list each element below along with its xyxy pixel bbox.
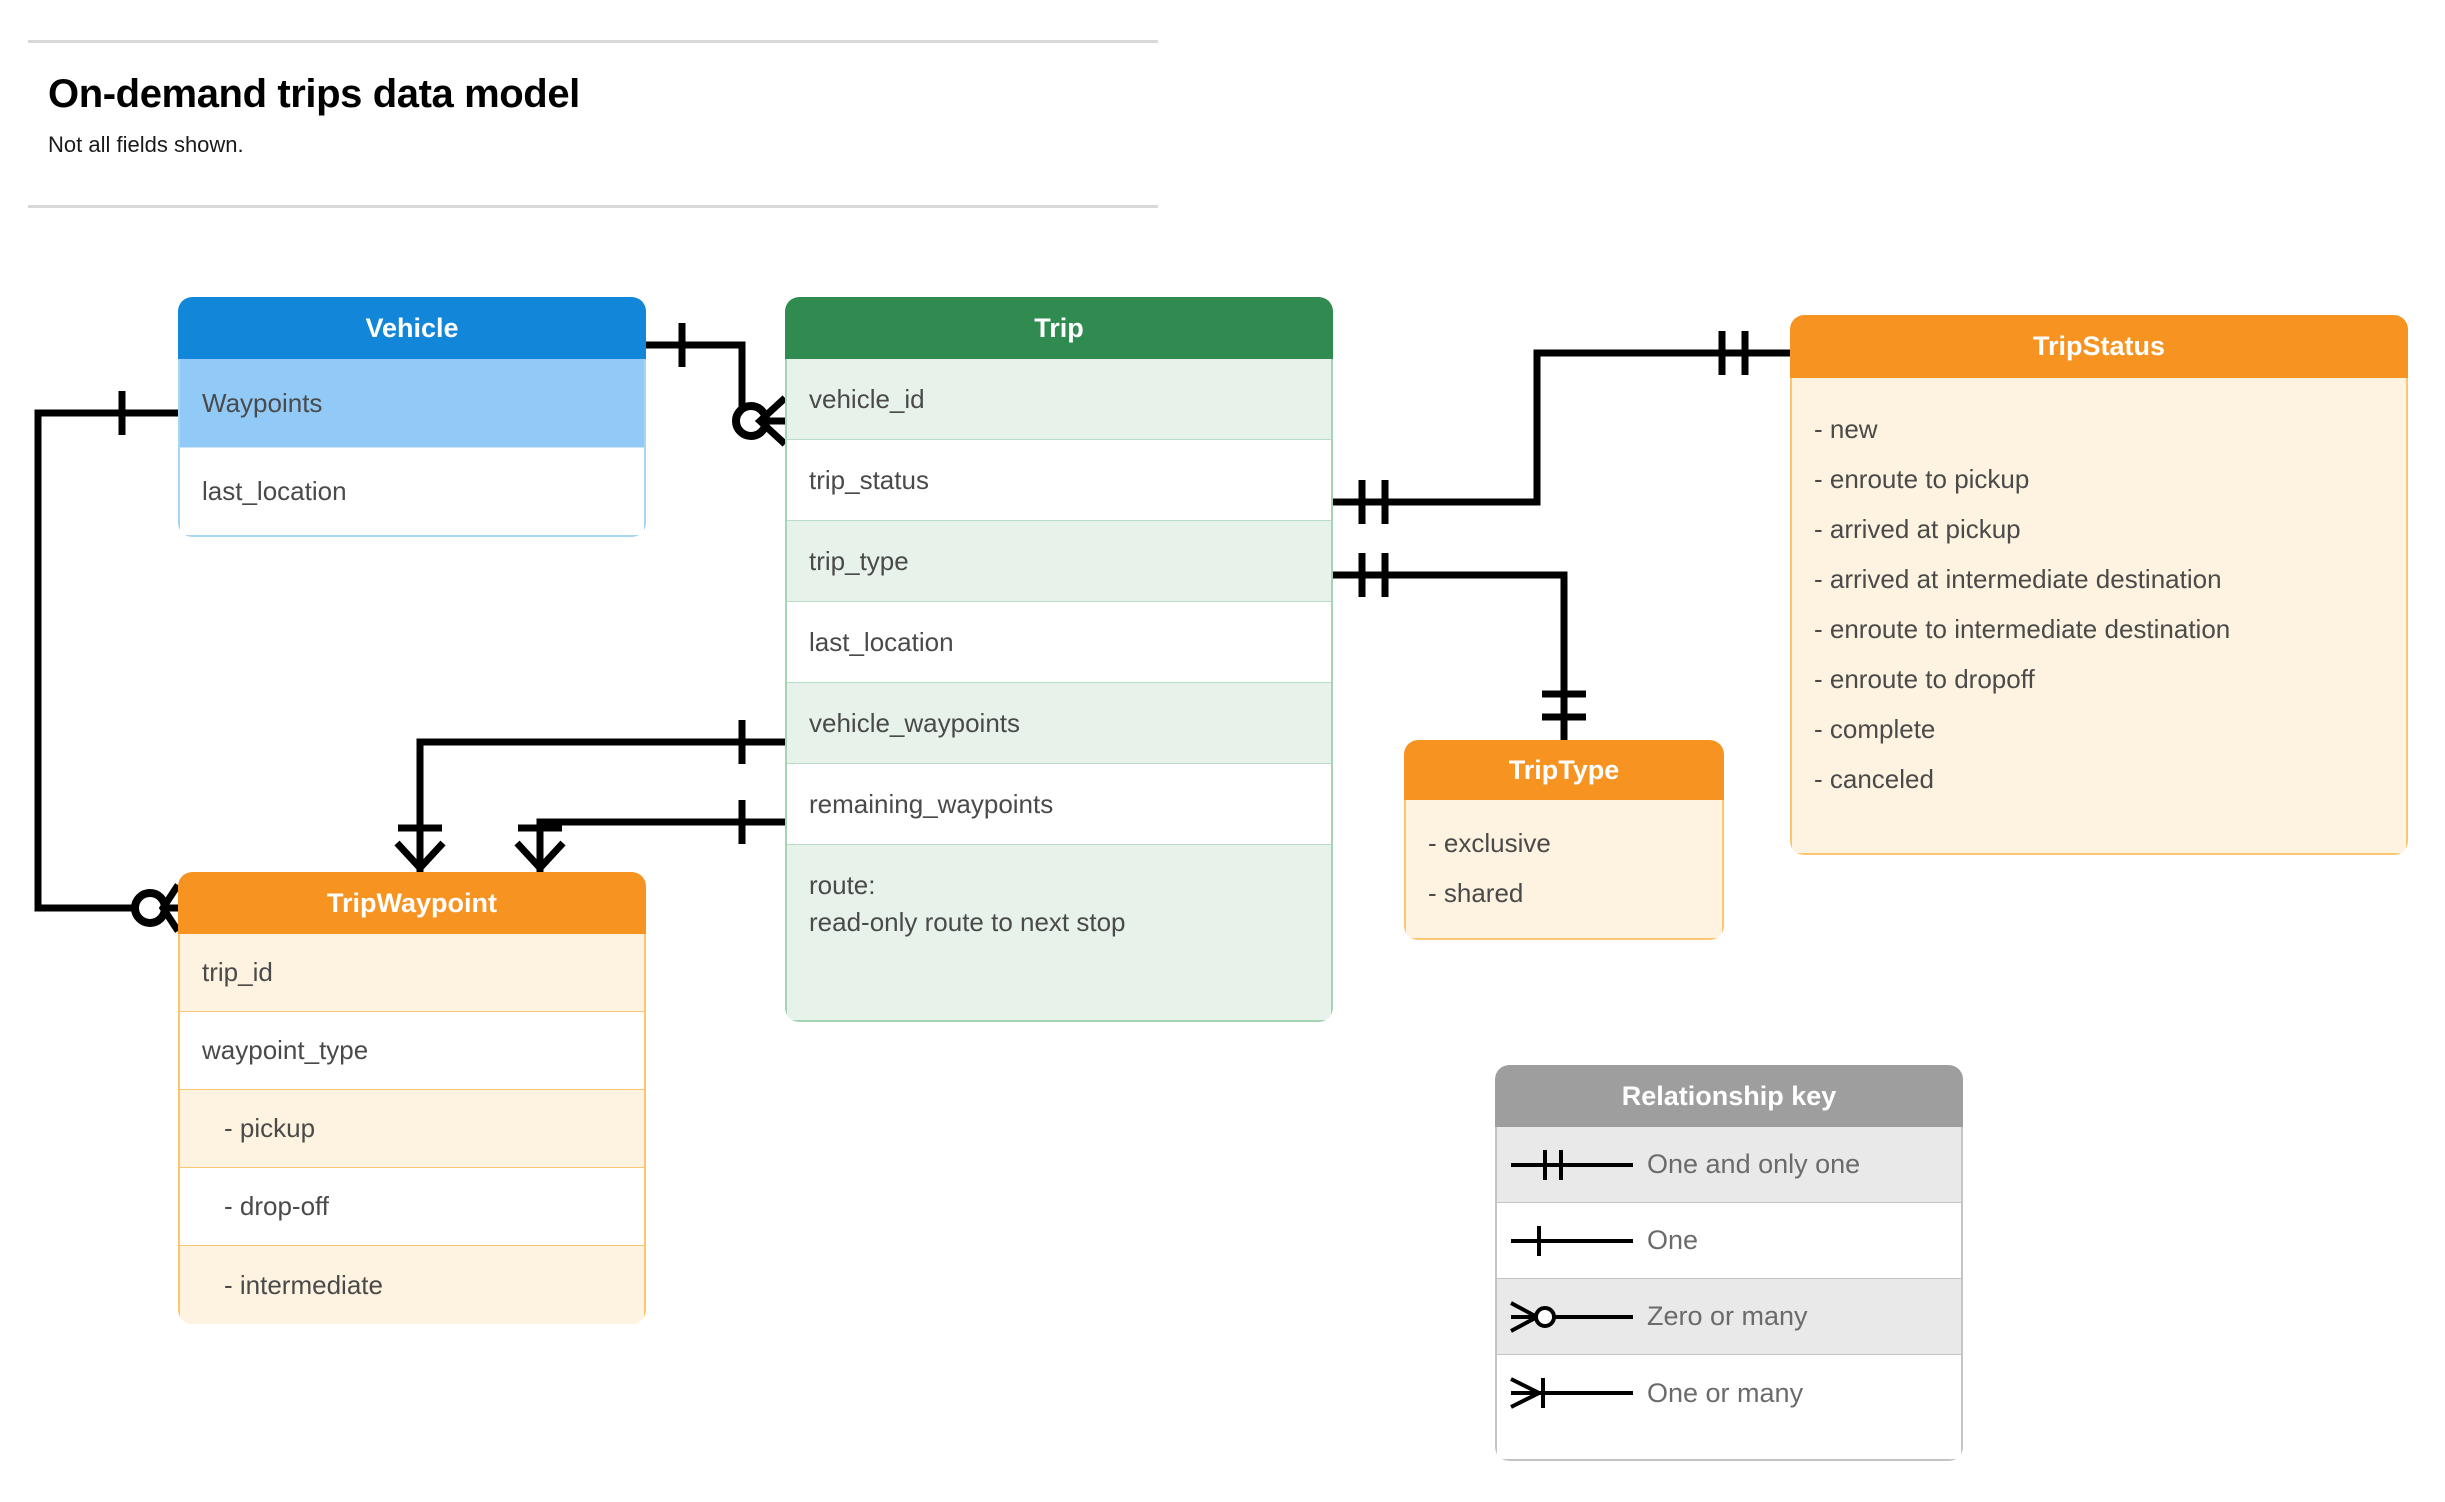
entity-trip-waypoint-title: TripWaypoint [178, 872, 646, 934]
field-last-location[interactable]: last_location [787, 602, 1331, 683]
enum-value: - complete [1814, 714, 1936, 744]
enum-value: - canceled [1814, 764, 1934, 794]
entity-trip[interactable]: Trip vehicle_id trip_status trip_type la… [785, 297, 1333, 1022]
enum-value-pickup: - pickup [180, 1090, 644, 1168]
field-waypoints[interactable]: Waypoints [180, 359, 644, 447]
relationship-key-rows: One and only one One [1495, 1127, 1963, 1461]
relationship-key-title: Relationship key [1495, 1065, 1963, 1127]
one-or-many-icon [1497, 1370, 1647, 1416]
connector-vehicle-to-trip-vehicleid [646, 323, 788, 447]
entity-trip-waypoint-fields: trip_id waypoint_type - pickup - drop-of… [178, 934, 646, 1324]
enum-value: - enroute to pickup [1814, 464, 2030, 494]
entity-trip-type[interactable]: TripType - exclusive - shared [1404, 740, 1724, 940]
field-vehicle-id[interactable]: vehicle_id [787, 359, 1331, 440]
relationship-key: Relationship key One and only one [1495, 1065, 1963, 1461]
entity-vehicle-fields: Waypoints last_location [178, 359, 646, 537]
connector-vehicle-waypoints-field-to-tripwaypoint [394, 720, 785, 874]
field-remaining-waypoints[interactable]: remaining_waypoints [787, 764, 1331, 845]
enum-value: - shared [1428, 878, 1524, 908]
entity-trip-title: Trip [785, 297, 1333, 359]
enum-value: - enroute to intermediate destination [1814, 614, 2231, 644]
enum-value-intermediate: - intermediate [180, 1246, 644, 1324]
connector-trip-type-to-triptype [1333, 553, 1586, 740]
key-label: Zero or many [1647, 1301, 1808, 1331]
connector-trip-status-to-tripstatus [1333, 331, 1790, 524]
header-divider-bottom [28, 205, 1158, 208]
field-trip-type[interactable]: trip_type [787, 521, 1331, 602]
enum-value: - new [1814, 414, 1878, 444]
one-icon [1497, 1218, 1647, 1264]
entity-vehicle-title: Vehicle [178, 297, 646, 359]
page-subtitle: Not all fields shown. [48, 132, 244, 157]
key-row-one-and-only-one: One and only one [1497, 1127, 1961, 1203]
field-last-location[interactable]: last_location [180, 447, 644, 535]
connector-remaining-waypoints-to-tripwaypoint [514, 800, 785, 874]
key-label: One [1647, 1225, 1699, 1255]
connector-vehicle-waypoints-to-tripwaypoint [34, 391, 181, 933]
entity-vehicle[interactable]: Vehicle Waypoints last_location [178, 297, 646, 537]
entity-trip-type-values: - exclusive - shared [1404, 800, 1724, 940]
entity-trip-status[interactable]: TripStatus - new - enroute to pickup - a… [1790, 315, 2408, 855]
key-row-one: One [1497, 1203, 1961, 1279]
entity-trip-status-title: TripStatus [1790, 315, 2408, 378]
entity-trip-waypoint[interactable]: TripWaypoint trip_id waypoint_type - pic… [178, 872, 646, 1324]
key-label: One or many [1647, 1377, 1804, 1408]
header-divider-top [28, 40, 1158, 43]
field-route[interactable]: route: read-only route to next stop [787, 845, 1331, 1020]
enum-value: - arrived at intermediate destination [1814, 564, 2222, 594]
enum-value: - exclusive [1428, 828, 1551, 858]
key-row-zero-or-many: Zero or many [1497, 1279, 1961, 1355]
field-trip-id[interactable]: trip_id [180, 934, 644, 1012]
field-waypoint-type[interactable]: waypoint_type [180, 1012, 644, 1090]
entity-trip-fields: vehicle_id trip_status trip_type last_lo… [785, 359, 1333, 1022]
key-label: One and only one [1647, 1149, 1861, 1179]
page-title: On-demand trips data model [48, 72, 580, 116]
field-vehicle-waypoints[interactable]: vehicle_waypoints [787, 683, 1331, 764]
entity-trip-status-values: - new - enroute to pickup - arrived at p… [1790, 378, 2408, 855]
entity-trip-type-title: TripType [1404, 740, 1724, 800]
field-trip-status[interactable]: trip_status [787, 440, 1331, 521]
enum-value: - enroute to dropoff [1814, 664, 2035, 694]
one-and-only-one-icon [1497, 1142, 1647, 1188]
enum-value-dropoff: - drop-off [180, 1168, 644, 1246]
enum-value: - arrived at pickup [1814, 514, 2021, 544]
key-row-one-or-many: One or many [1497, 1355, 1961, 1431]
zero-or-many-icon [1497, 1294, 1647, 1340]
